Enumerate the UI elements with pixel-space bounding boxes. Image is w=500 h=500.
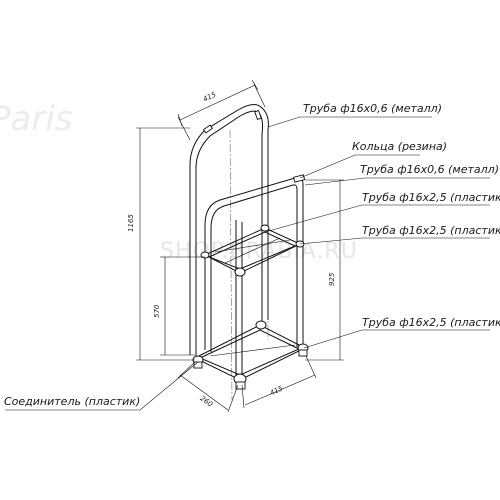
dimension-base-depth: 260 — [177, 361, 239, 413]
front-frame — [204, 174, 306, 378]
callout-pipe-mid-metal: Труба ф16х0,6 (металл) — [360, 163, 499, 176]
upper-shelf — [200, 224, 305, 277]
dim-shelf-height: 570 — [153, 304, 161, 318]
dimension-shelf-height: 570 — [153, 256, 205, 356]
foot-left — [193, 361, 203, 369]
callout-connector-plastic: Соединитель (пластик) — [4, 395, 140, 408]
callout-pipe-bottom-plastic: Труба ф16х2,5 (пластик) — [362, 316, 500, 329]
foot-front — [235, 381, 246, 390]
callout-leaders — [5, 116, 490, 411]
dimension-side-height: 925 — [305, 179, 344, 361]
dimension-base-width: 415 — [241, 355, 317, 409]
dim-top-width: 415 — [202, 90, 218, 103]
callout-pipe-top-metal: Труба ф16х0,6 (металл) — [303, 102, 442, 115]
base-shelf — [192, 320, 309, 390]
dim-base-width: 415 — [269, 384, 285, 397]
dim-base-depth: 260 — [198, 394, 214, 409]
top-arch-frame — [189, 104, 269, 358]
dimension-top-width: 415 — [177, 79, 266, 141]
dimension-total-height: 1165 — [127, 127, 195, 361]
callout-pipe-upper-plastic: Труба ф16х2,5 (пластик) — [362, 191, 500, 204]
watermark: SHOP.BRABIA.RU — [160, 239, 358, 264]
foot-right — [298, 349, 308, 357]
dim-side-height: 925 — [328, 272, 336, 286]
callout-rings-rubber: Кольца (резина) — [352, 140, 447, 153]
callout-pipe-shelf-plastic: Труба ф16х2,5 (пластик) — [362, 224, 500, 237]
dim-total-height: 1165 — [127, 214, 135, 232]
watermark-ghost: Paris — [0, 99, 72, 139]
